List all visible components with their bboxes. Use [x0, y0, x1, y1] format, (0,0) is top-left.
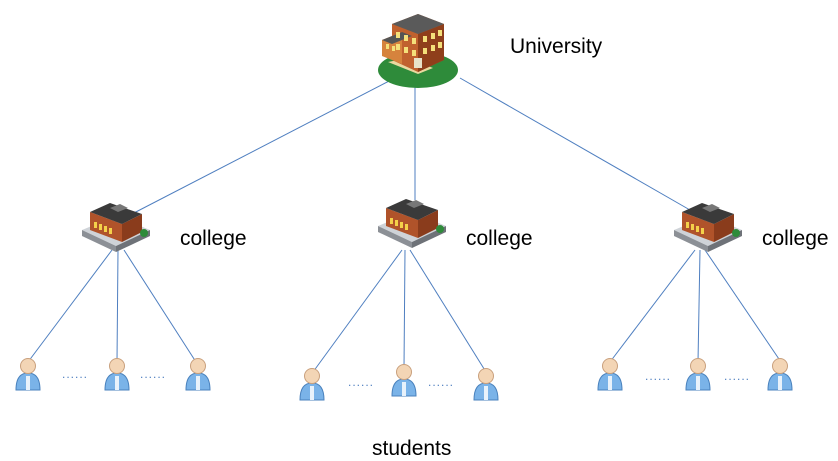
ellipsis-marker: ......	[140, 367, 167, 381]
link-university-college-3	[459, 77, 691, 211]
link-college-1-student-2	[116, 249, 119, 363]
student-icon	[597, 358, 623, 391]
student-icon	[473, 368, 499, 401]
student-icon	[185, 358, 211, 391]
university-building-icon	[378, 14, 458, 88]
student-links	[27, 249, 782, 373]
ellipsis-marker: ......	[724, 369, 751, 383]
link-college-2-student-2	[403, 249, 406, 369]
link-university-college-1	[129, 77, 396, 216]
link-college-2-student-1	[312, 249, 403, 373]
college-label: college	[762, 227, 829, 250]
student-icon	[299, 368, 325, 401]
student-icon	[685, 358, 711, 391]
link-college-2-student-3	[409, 249, 487, 373]
student-icon	[15, 358, 41, 391]
student-icon	[104, 358, 130, 391]
college-label: college	[466, 227, 533, 250]
student-icon	[767, 358, 793, 391]
university-links	[129, 77, 691, 216]
university-label: University	[510, 35, 603, 58]
link-college-3-student-1	[609, 249, 696, 363]
ellipsis-marker: ......	[645, 369, 672, 383]
ellipsis-marker: ......	[428, 375, 455, 389]
college-building-icon	[378, 199, 446, 248]
college-building-icon	[674, 203, 742, 252]
ellipsis-marker: ......	[348, 375, 375, 389]
link-college-3-student-3	[704, 249, 782, 363]
student-icon	[391, 364, 417, 397]
link-college-1-student-3	[123, 249, 197, 363]
link-college-3-student-2	[697, 249, 701, 363]
ellipsis-marker: ......	[62, 367, 89, 381]
students-label: students	[372, 437, 452, 460]
college-label: college	[180, 227, 247, 250]
link-college-1-student-1	[27, 249, 113, 363]
